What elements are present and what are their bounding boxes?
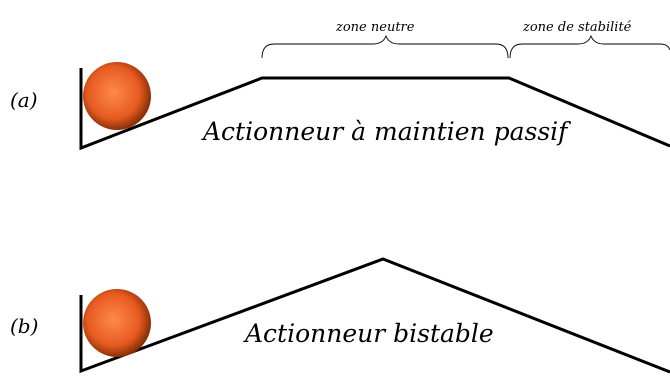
panel-b-title: Actionneur bistable	[243, 319, 494, 348]
panel-b: (b) Actionneur bistable	[10, 257, 670, 374]
panel-a-profile	[79, 68, 670, 151]
zone-stabilite-label: zone de stabilité	[522, 20, 632, 35]
panel-a-tag: (a)	[10, 88, 38, 112]
panel-b-tag: (b)	[10, 314, 38, 338]
brace-zone-neutre	[261, 34, 509, 59]
brace-zone-stabilite	[509, 34, 670, 59]
panel-a-ball	[83, 62, 151, 130]
panel-b-ball	[83, 289, 151, 357]
panel-a-title: Actionneur à maintien passif	[201, 117, 571, 146]
zone-neutre-label: zone neutre	[335, 20, 415, 35]
panel-b-profile	[79, 257, 670, 374]
panel-a: (a) Actionneur à maintien passif zone ne…	[10, 20, 670, 151]
